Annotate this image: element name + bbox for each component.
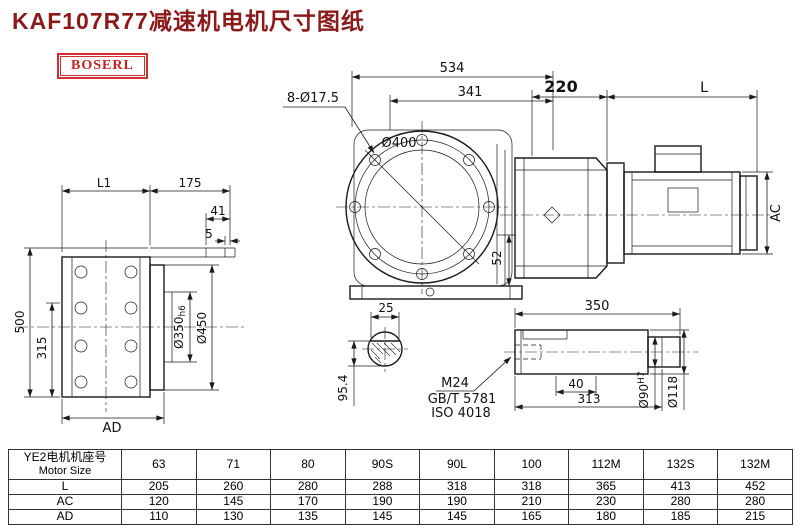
cell-AD-132S: 185 <box>642 509 719 525</box>
oil-plug-mark <box>543 206 561 224</box>
terminal-box <box>654 145 702 173</box>
dim-5: 5 <box>205 227 213 241</box>
dim-350-length: 350 <box>585 299 610 314</box>
page-title: KAF107R77减速机电机尺寸图纸 <box>12 8 365 34</box>
dim-90-value: Ø90 <box>637 384 651 409</box>
fan-cover <box>739 175 758 251</box>
size-col-63: 63 <box>121 449 197 480</box>
dim-AD: AD <box>103 421 122 436</box>
size-col-112M: 112M <box>568 449 644 480</box>
dim-400: Ø400 <box>381 136 416 151</box>
cell-AD-63: 110 <box>121 509 197 525</box>
size-col-90S: 90S <box>344 449 421 480</box>
view-shaft-section: 25 95.4 <box>336 301 408 406</box>
cell-L-71: 260 <box>195 479 272 495</box>
motor-body <box>623 171 741 255</box>
cell-L-132M: 452 <box>717 479 793 495</box>
dim-500: 500 <box>13 311 27 334</box>
cell-AD-112M: 180 <box>568 509 644 525</box>
dim-350h6: Ø350h6 <box>172 305 188 349</box>
view-motor-side <box>500 145 772 279</box>
cell-AD-80: 135 <box>270 509 346 525</box>
dims-motor: 220 L AC <box>531 77 784 255</box>
cell-L-63: 205 <box>121 479 197 495</box>
dimension-drawing: L1 175 41 5 500 315 Ø350h6 Ø450 <box>13 61 784 436</box>
dim-175: 175 <box>179 176 202 190</box>
cell-AD-71: 130 <box>195 509 272 525</box>
table-row-L: L 205 260 280 288 318 318 365 413 452 <box>8 479 793 495</box>
table-row-AC: AC 120 145 170 190 190 210 230 280 280 <box>8 494 793 510</box>
dim-220: 220 <box>544 77 577 96</box>
dim-40: 40 <box>568 377 583 391</box>
table-header-row: YE2电机机座号 Motor Size 63 71 80 90S 90L 100… <box>8 449 793 480</box>
dim-350-tolerance: h6 <box>178 305 188 317</box>
cell-AC-100: 210 <box>493 494 570 510</box>
cell-AC-90S: 190 <box>344 494 421 510</box>
cell-AC-132S: 280 <box>642 494 719 510</box>
dim-341: 341 <box>458 85 483 100</box>
table-row-AD: AD 110 130 135 145 145 165 180 185 215 <box>8 509 793 525</box>
dim-95-4: 95.4 <box>336 375 350 402</box>
cell-AC-90L: 190 <box>419 494 495 510</box>
dim-315: 315 <box>35 337 49 360</box>
dim-AC: AC <box>769 204 784 222</box>
table-header-motor-size: YE2电机机座号 Motor Size <box>8 449 122 480</box>
size-col-90L: 90L <box>419 449 495 480</box>
motor-size-table: YE2电机机座号 Motor Size 63 71 80 90S 90L 100… <box>8 449 793 525</box>
dims-front-view: 534 341 8-Ø17.5 52 <box>283 61 554 287</box>
dim-90H7: Ø90H7 <box>637 371 651 408</box>
motor-size-label-cn: YE2电机机座号 <box>23 450 107 465</box>
size-col-71: 71 <box>195 449 272 480</box>
cell-L-132S: 413 <box>642 479 719 495</box>
dims-left-view: L1 175 41 5 500 315 Ø350h6 Ø450 <box>13 176 240 436</box>
dim-350-value: Ø350 <box>172 317 186 349</box>
brand-logo-text: BOSERL <box>60 56 145 76</box>
row-label-AD: AD <box>8 509 122 525</box>
cell-L-90L: 318 <box>419 479 495 495</box>
row-label-L: L <box>8 479 122 495</box>
dim-bolt-holes: 8-Ø17.5 <box>287 91 339 106</box>
cell-AC-132M: 280 <box>717 494 793 510</box>
dim-313: 313 <box>578 392 601 406</box>
dim-25: 25 <box>378 301 393 315</box>
cell-AD-90L: 145 <box>419 509 495 525</box>
thread-size: M24 <box>441 376 469 391</box>
dim-90-tolerance: H7 <box>637 371 647 384</box>
cell-AC-71: 145 <box>195 494 272 510</box>
size-col-132M: 132M <box>717 449 793 480</box>
cell-AD-100: 165 <box>493 509 570 525</box>
cell-L-112M: 365 <box>568 479 644 495</box>
view-side-left <box>16 240 246 412</box>
cell-L-90S: 288 <box>344 479 421 495</box>
cell-AC-80: 170 <box>270 494 346 510</box>
size-col-100: 100 <box>493 449 570 480</box>
cell-AD-132M: 215 <box>717 509 793 525</box>
size-col-80: 80 <box>270 449 346 480</box>
nameplate <box>667 187 699 213</box>
dim-52: 52 <box>490 250 504 265</box>
cell-AC-63: 120 <box>121 494 197 510</box>
dim-L: L <box>700 80 708 96</box>
cell-L-80: 280 <box>270 479 346 495</box>
standard-iso: ISO 4018 <box>431 406 491 421</box>
brand-logo: BOSERL <box>57 53 148 79</box>
cell-AC-112M: 230 <box>568 494 644 510</box>
dim-450: Ø450 <box>195 312 209 344</box>
dim-L1: L1 <box>97 176 111 190</box>
row-label-AC: AC <box>8 494 122 510</box>
view-shaft-side: 350 40 313 Ø90H7 Ø118 <box>504 299 698 411</box>
view-front: Ø400 <box>336 121 523 300</box>
size-col-132S: 132S <box>642 449 719 480</box>
thread-callout: M24 GB/T 5781 ISO 4018 <box>428 356 512 421</box>
cell-L-100: 318 <box>493 479 570 495</box>
dim-41: 41 <box>210 204 225 218</box>
motor-flange <box>606 162 625 264</box>
cell-AD-90S: 145 <box>344 509 421 525</box>
dim-118: Ø118 <box>666 376 680 408</box>
motor-size-label-en: Motor Size <box>38 465 92 478</box>
standard-gbt: GB/T 5781 <box>428 392 497 407</box>
dim-534: 534 <box>440 61 465 76</box>
